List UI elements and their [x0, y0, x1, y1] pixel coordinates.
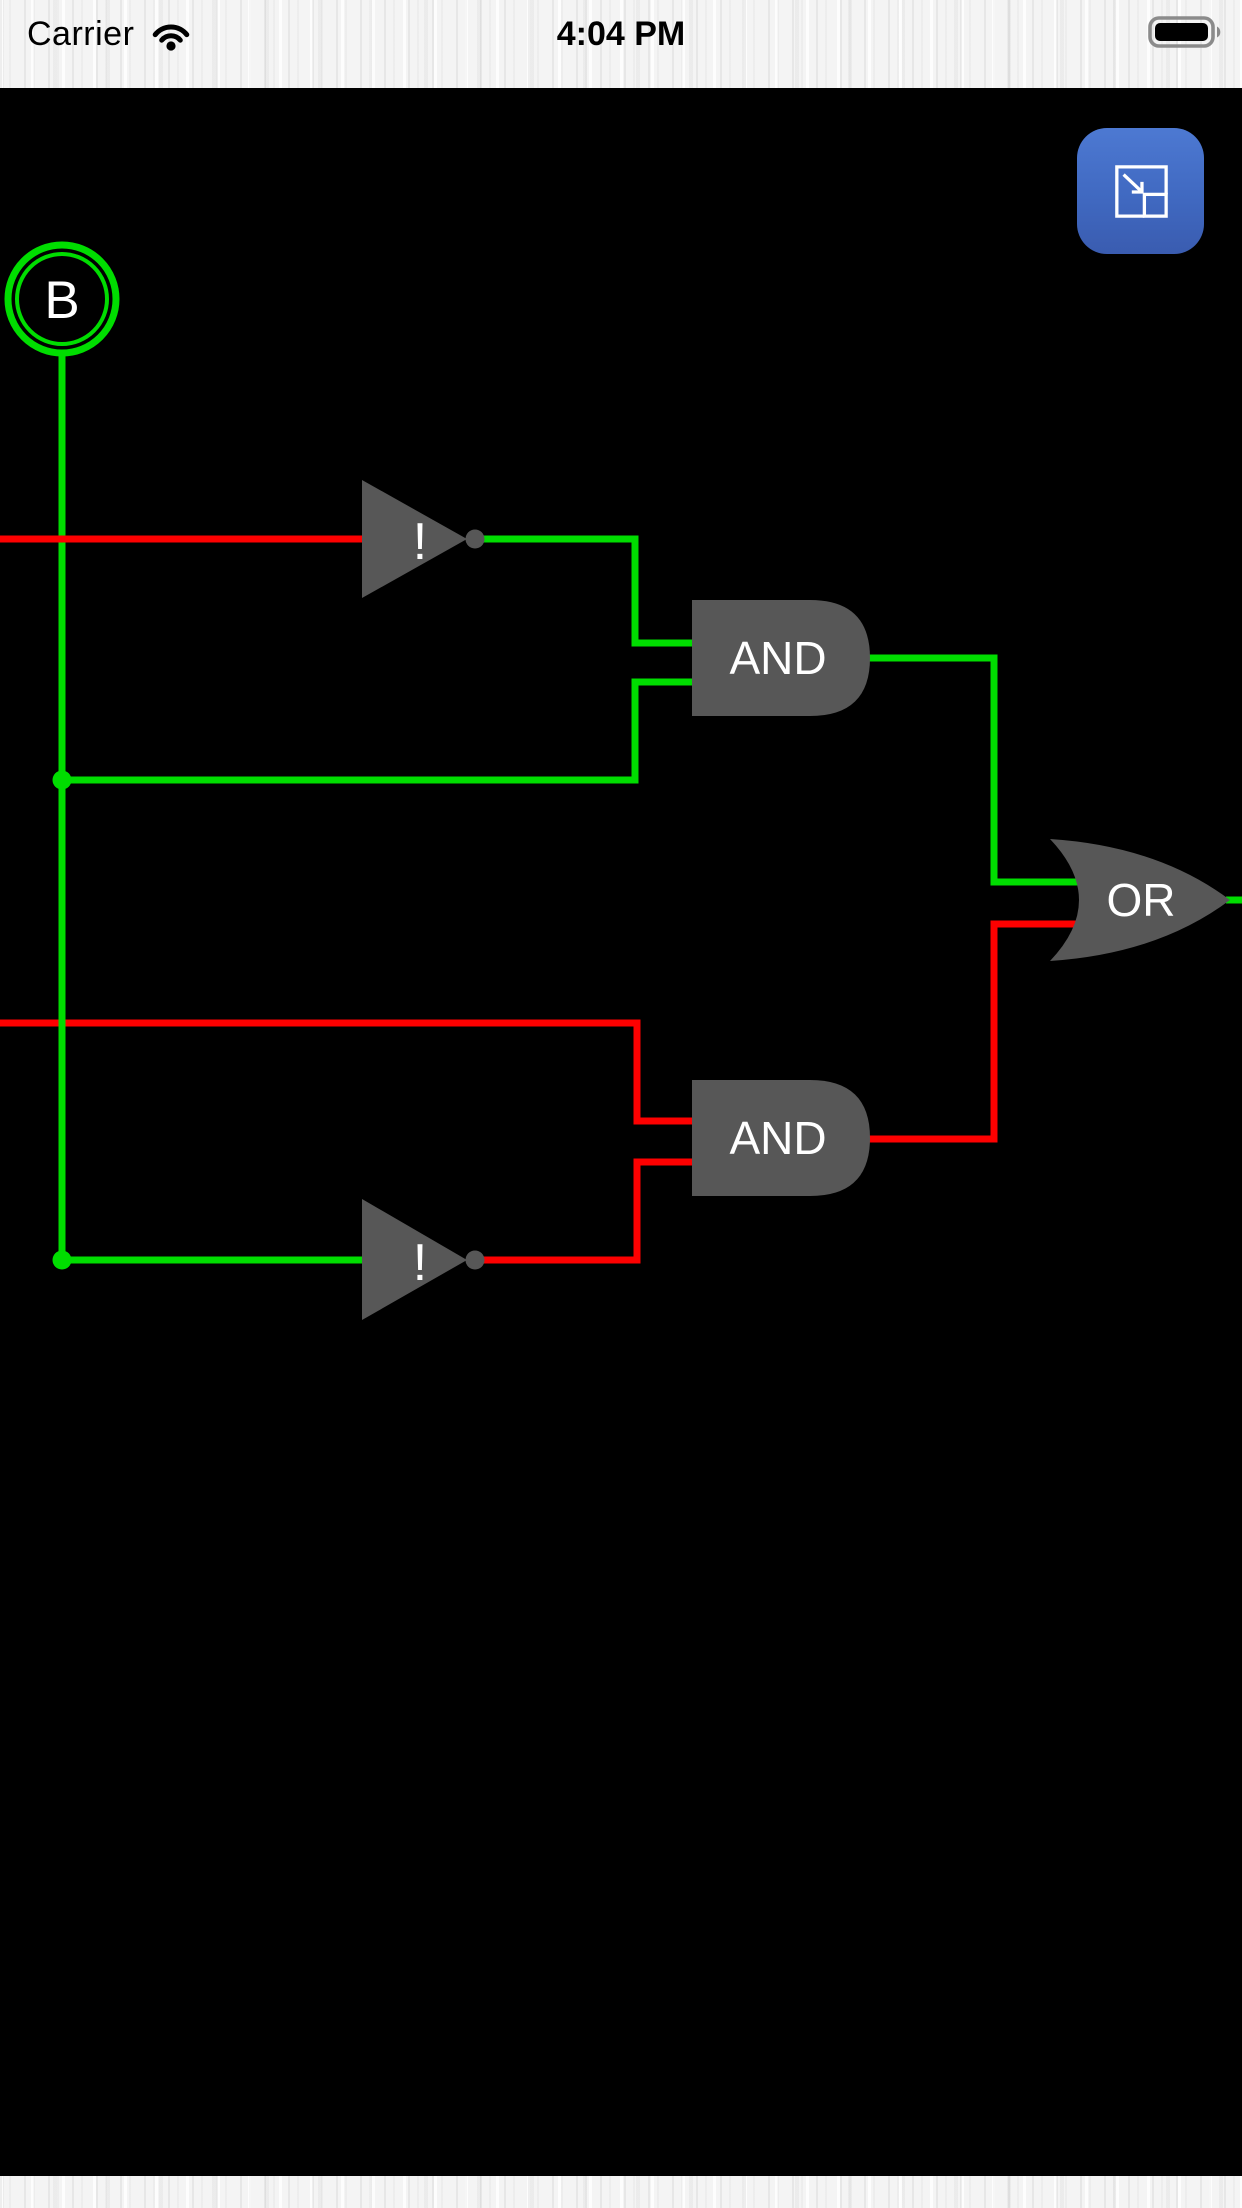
and-bottom-label: AND [729, 1112, 826, 1164]
input-b-inner-ring [15, 252, 109, 346]
home-bar [0, 2176, 1242, 2208]
circuit-diagram: B ! AND OR AND [0, 241, 1242, 1320]
gate-and-top[interactable]: AND [692, 600, 870, 716]
junction-dot-upper [52, 770, 72, 790]
wire-not-bottom-to-and-bottom [480, 1158, 702, 1264]
input-b-outer-ring [4, 241, 120, 357]
input-b[interactable]: B [4, 241, 120, 357]
and-top-body [692, 600, 870, 716]
not-bottom-bubble-icon [465, 1250, 485, 1270]
or-label: OR [1107, 874, 1176, 926]
circuit-canvas: B ! AND OR AND [0, 88, 1242, 2176]
battery-icon [1148, 15, 1221, 48]
resize-button[interactable] [1077, 128, 1204, 254]
not-top-label: ! [413, 513, 427, 571]
gate-or[interactable]: OR [1050, 839, 1230, 961]
status-bar-right [1148, 15, 1224, 53]
wire-not-top-to-and-top [480, 535, 702, 647]
wire-and-top-to-or [866, 654, 1088, 886]
or-body [1050, 839, 1230, 961]
wifi-icon [153, 24, 190, 51]
not-bottom-label: ! [413, 1234, 427, 1292]
gate-not-bottom[interactable]: ! [362, 1199, 485, 1320]
and-bottom-body [692, 1080, 870, 1196]
shrink-window-icon [1114, 165, 1168, 218]
not-top-triangle [362, 480, 467, 598]
wire-and-bottom-to-or [866, 920, 1088, 1143]
wire-left-input-to-and-bottom [0, 1019, 702, 1125]
not-bottom-triangle [362, 1199, 467, 1320]
junction-dot-lower [52, 1250, 72, 1270]
status-bar-left: Carrier [27, 15, 194, 54]
and-top-label: AND [729, 632, 826, 684]
input-b-label: B [44, 271, 79, 330]
gate-not-top[interactable]: ! [362, 480, 485, 598]
wire-b-branch-to-and-top [62, 678, 702, 784]
carrier-label: Carrier [27, 14, 135, 53]
gate-and-bottom[interactable]: AND [692, 1080, 870, 1196]
not-top-bubble-icon [465, 529, 485, 549]
status-bar: Carrier 4:04 PM [0, 0, 1242, 88]
